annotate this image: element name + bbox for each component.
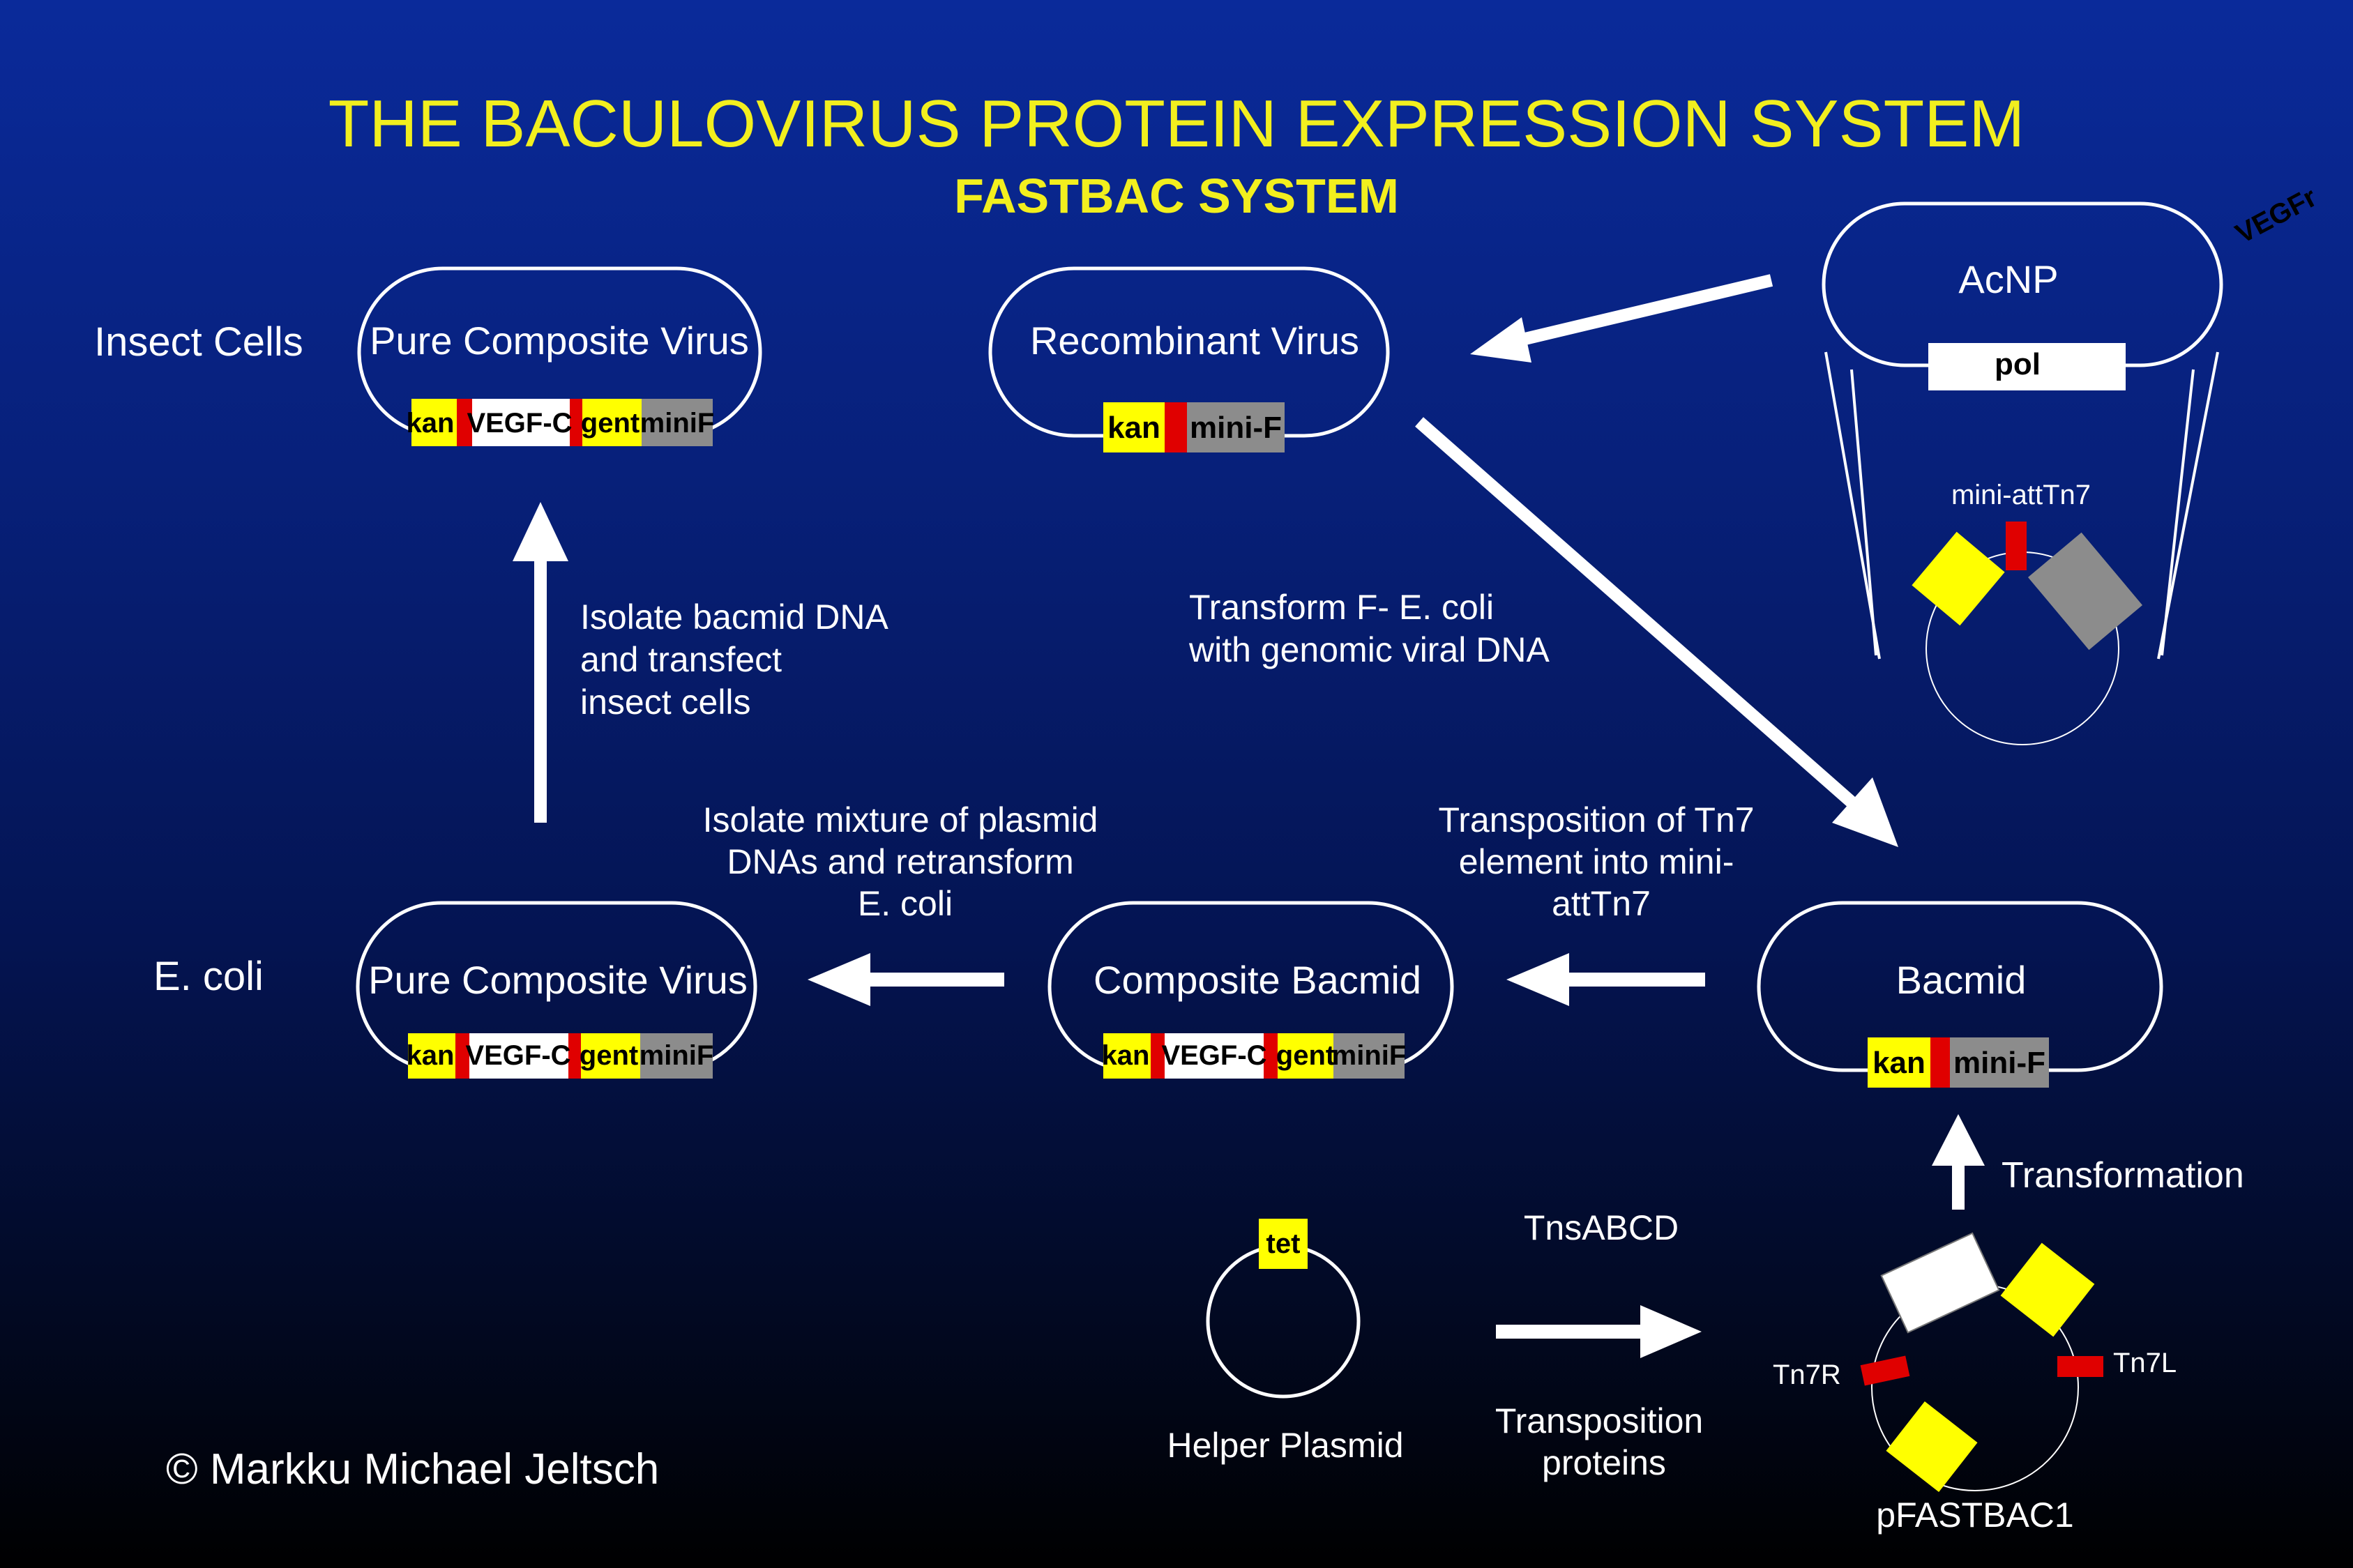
- pfastbac1-plasmid: Tn7R Tn7L pFASTBAC1: [1773, 1232, 2177, 1535]
- recombinant-virus: Recombinant Virus kan mini-F: [988, 266, 1390, 452]
- arrow-helper-to-pfastbac: [1496, 1305, 1702, 1358]
- label-e-coli: E. coli: [153, 954, 264, 999]
- gene-minif: miniF: [640, 408, 715, 439]
- gene-gent: gent: [580, 1040, 638, 1071]
- step-transformation: Transformation: [2002, 1155, 2244, 1196]
- step-transposition-tn7: Transposition of Tn7 element into mini- …: [1439, 800, 1764, 923]
- gene-vegf: VEGF-C: [465, 1040, 570, 1071]
- label-tn7r: Tn7R: [1773, 1360, 1841, 1390]
- label-insect-cells: Insect Cells: [94, 319, 303, 365]
- composite-bacmid: Composite Bacmid kan VEGF-C gent miniF: [1047, 901, 1454, 1079]
- gene-vegf-rotated: VEGFr: [2231, 182, 2322, 250]
- composite-bacmid-label: Composite Bacmid: [1094, 958, 1421, 1002]
- arrow-acnp-to-recombinant: [1470, 274, 1773, 363]
- arrow-up-to-insect-cells: [513, 502, 568, 823]
- gene-pol: pol: [1995, 347, 2041, 381]
- arrow-bacmid-to-composite: [1506, 953, 1705, 1006]
- step-isolate-bacmid: Isolate bacmid DNA and transfect insect …: [580, 597, 896, 722]
- label-tn7l: Tn7L: [2113, 1348, 2177, 1378]
- step-transform-f: Transform F- E. coli with genomic viral …: [1188, 588, 1550, 669]
- acnp-virus: AcNP pol VEGFr mini-attTn7: [1822, 182, 2322, 745]
- pure-composite-virus-bottom-label: Pure Composite Virus: [368, 958, 748, 1002]
- gene-mini-f: mini-F: [1953, 1046, 2045, 1080]
- helper-plasmid: tet Helper Plasmid: [1167, 1219, 1404, 1465]
- pure-composite-virus-bottom: Pure Composite Virus kan VEGF-C gent min…: [356, 901, 757, 1079]
- gene-kan: kan: [1872, 1046, 1925, 1080]
- gene-mini-f: mini-F: [1190, 411, 1282, 445]
- gene-gent: gent: [1276, 1040, 1335, 1071]
- gene-cassette-top: kan VEGF-C gent miniF: [407, 399, 715, 446]
- bacmid: Bacmid kan mini-F: [1757, 901, 2163, 1088]
- diagram-title: THE BACULOVIRUS PROTEIN EXPRESSION SYSTE…: [328, 86, 2025, 161]
- gene-kan: kan: [1102, 1040, 1150, 1071]
- step-transposition-proteins: Transposition proteins: [1495, 1401, 1713, 1482]
- gene-tet: tet: [1266, 1228, 1301, 1259]
- copyright: © Markku Michael Jeltsch: [166, 1445, 659, 1493]
- acnp-label: AcNP: [1958, 257, 2058, 301]
- step-tnsabcd: TnsABCD: [1524, 1208, 1679, 1247]
- gene-kan: kan: [407, 1040, 455, 1071]
- diagram-subtitle: FASTBAC SYSTEM: [954, 169, 1399, 223]
- gene-vegf: VEGF-C: [467, 408, 572, 439]
- helper-plasmid-label: Helper Plasmid: [1167, 1426, 1403, 1465]
- gene-kan: kan: [1107, 411, 1160, 445]
- pure-composite-virus-top-label: Pure Composite Virus: [370, 319, 749, 363]
- pure-composite-virus-top: Pure Composite Virus kan VEGF-C gent min…: [357, 266, 762, 446]
- gene-minif: miniF: [1332, 1040, 1407, 1071]
- bacmid-label: Bacmid: [1896, 958, 2027, 1002]
- pfastbac1-label: pFASTBAC1: [1876, 1495, 2073, 1535]
- arrow-pfastbac-to-bacmid: [1932, 1114, 1985, 1210]
- arrow-recombinant-to-bacmid: [1415, 417, 1898, 847]
- gene-gent: gent: [581, 408, 640, 439]
- gene-minif: miniF: [640, 1040, 714, 1071]
- arrow-composite-to-pure: [808, 953, 1004, 1006]
- step-isolate-mixture: Isolate mixture of plasmid DNAs and retr…: [703, 800, 1108, 923]
- gene-vegf: VEGF-C: [1161, 1040, 1266, 1071]
- recombinant-virus-label: Recombinant Virus: [1030, 319, 1359, 363]
- gene-kan: kan: [407, 408, 455, 439]
- label-mini-atttn7: mini-attTn7: [1951, 480, 2091, 510]
